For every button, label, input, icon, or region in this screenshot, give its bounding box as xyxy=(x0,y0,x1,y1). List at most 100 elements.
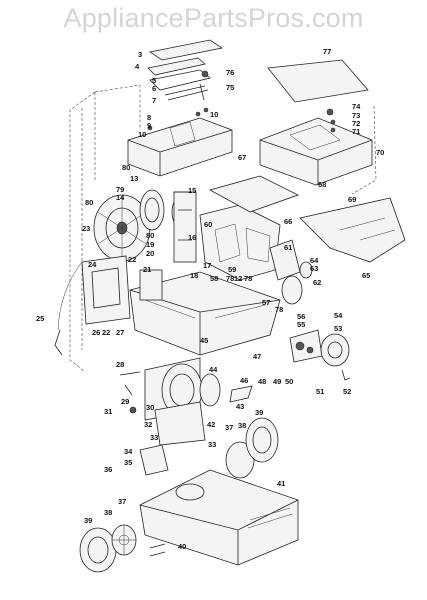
right-side-parts xyxy=(269,239,351,381)
callout-22b: 22 xyxy=(102,328,110,337)
callout-37a: 37 xyxy=(225,423,233,432)
top-cover-assembly xyxy=(147,39,224,101)
callout-15: 15 xyxy=(188,186,196,195)
callout-47: 47 xyxy=(253,352,261,361)
callout-13: 13 xyxy=(130,174,138,183)
callout-70: 70 xyxy=(376,148,384,157)
callout-37b: 37 xyxy=(118,497,126,506)
callout-9: 9 xyxy=(147,121,151,130)
base-shell xyxy=(139,469,299,566)
callout-60: 60 xyxy=(204,220,212,229)
callout-labels: 3 4 5 6 76 75 7 8 9 10 10 77 74 73 72 71… xyxy=(36,47,384,551)
callout-66: 66 xyxy=(284,217,292,226)
callout-55: 55 xyxy=(297,320,305,329)
callout-80a: 80 xyxy=(122,163,130,172)
assembly-outline-left xyxy=(69,84,141,373)
callout-54: 54 xyxy=(334,311,343,320)
callout-78a: 78 xyxy=(226,274,234,283)
callout-22a: 22 xyxy=(128,255,136,264)
callout-28: 28 xyxy=(116,360,124,369)
callout-10a: 10 xyxy=(138,130,146,139)
callout-72: 72 xyxy=(352,119,360,128)
callout-78c: 78 xyxy=(275,305,283,314)
callout-14: 14 xyxy=(116,193,125,202)
callout-30: 30 xyxy=(146,403,154,412)
callout-26: 26 xyxy=(92,328,100,337)
callout-67: 67 xyxy=(238,153,246,162)
callout-49: 49 xyxy=(273,377,281,386)
callout-65: 65 xyxy=(362,271,370,280)
callout-79: 79 xyxy=(116,185,124,194)
callout-33b: 33 xyxy=(208,440,216,449)
callout-56: 56 xyxy=(297,312,305,321)
left-panel xyxy=(54,255,131,356)
wheel-assembly-left xyxy=(79,524,166,573)
callout-5: 5 xyxy=(152,76,156,85)
callout-36: 36 xyxy=(104,465,112,474)
callout-24: 24 xyxy=(88,260,97,269)
callout-17: 17 xyxy=(203,261,211,270)
callout-71: 71 xyxy=(352,127,360,136)
callout-68: 68 xyxy=(318,180,326,189)
callout-34: 34 xyxy=(124,447,133,456)
callout-75: 75 xyxy=(226,83,234,92)
callout-61: 61 xyxy=(284,243,292,252)
callout-38a: 38 xyxy=(238,421,246,430)
callout-20: 20 xyxy=(146,249,154,258)
callout-4: 4 xyxy=(135,62,140,71)
callout-16: 16 xyxy=(188,233,196,242)
callout-6: 6 xyxy=(152,84,156,93)
callout-23: 23 xyxy=(82,224,90,233)
filter-bag xyxy=(299,197,406,263)
rear-compartment xyxy=(208,59,377,213)
callout-10b: 10 xyxy=(210,110,218,119)
callout-78b: 78 xyxy=(244,274,252,283)
callout-46: 46 xyxy=(240,376,248,385)
callout-53: 53 xyxy=(334,324,342,333)
callout-39b: 39 xyxy=(84,516,92,525)
callout-39a: 39 xyxy=(255,408,263,417)
wheel-assembly-right xyxy=(225,385,279,479)
lower-motor-assembly xyxy=(119,357,221,476)
callout-48: 48 xyxy=(258,377,266,386)
callout-57: 57 xyxy=(262,298,270,307)
callout-42: 42 xyxy=(207,420,215,429)
callout-35: 35 xyxy=(124,458,132,467)
callout-18: 18 xyxy=(190,271,198,280)
callout-12: 12 xyxy=(234,274,242,283)
callout-74: 74 xyxy=(352,102,361,111)
callout-80c: 80 xyxy=(146,231,154,240)
callout-41: 41 xyxy=(277,479,285,488)
callout-40: 40 xyxy=(178,542,186,551)
main-chassis xyxy=(129,191,281,356)
callout-43: 43 xyxy=(236,402,244,411)
callout-19: 19 xyxy=(146,240,154,249)
callout-51: 51 xyxy=(316,387,324,396)
callout-63: 63 xyxy=(310,264,318,273)
callout-58: 58 xyxy=(210,274,218,283)
callout-69: 69 xyxy=(348,195,356,204)
callout-52: 52 xyxy=(343,387,351,396)
callout-21: 21 xyxy=(143,265,151,274)
upper-housing xyxy=(127,107,233,177)
callout-7: 7 xyxy=(152,96,156,105)
callout-29: 29 xyxy=(121,397,129,406)
callout-33a: 33 xyxy=(150,433,158,442)
callout-8: 8 xyxy=(147,113,151,122)
watermark-text: AppliancePartsPros.com xyxy=(63,3,364,33)
callout-80b: 80 xyxy=(85,198,93,207)
callout-27: 27 xyxy=(116,328,124,337)
callout-32: 32 xyxy=(144,420,152,429)
callout-44: 44 xyxy=(209,365,218,374)
callout-77: 77 xyxy=(323,47,331,56)
callout-25: 25 xyxy=(36,314,44,323)
callout-3: 3 xyxy=(138,50,142,59)
callout-64: 64 xyxy=(310,256,319,265)
callout-45: 45 xyxy=(200,336,208,345)
callout-50: 50 xyxy=(285,377,293,386)
callout-76: 76 xyxy=(226,68,234,77)
callout-59: 59 xyxy=(228,265,236,274)
callout-73: 73 xyxy=(352,111,360,120)
callout-62: 62 xyxy=(313,278,321,287)
